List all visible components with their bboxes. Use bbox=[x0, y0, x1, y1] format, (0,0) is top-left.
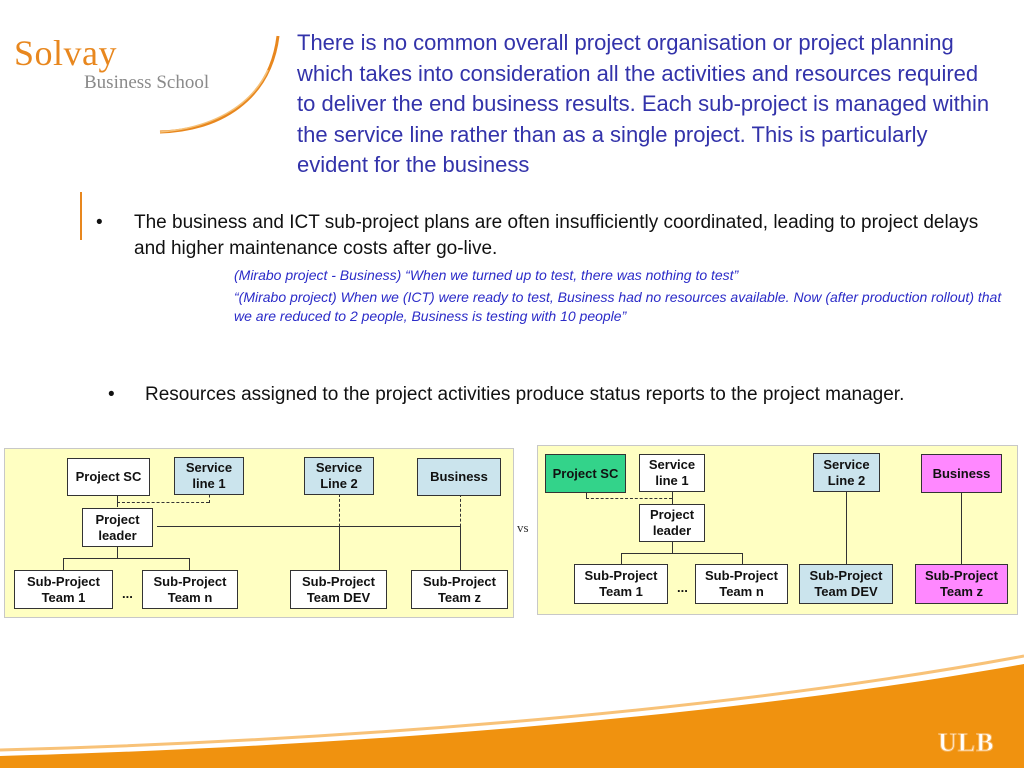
orange-divider bbox=[80, 192, 82, 240]
bullet-text: Resources assigned to the project activi… bbox=[145, 384, 905, 405]
solvay-logo-subtitle: Business School bbox=[84, 72, 210, 93]
project-leader-box: Project leader bbox=[639, 504, 705, 542]
bullet-text: The business and ICT sub-project plans a… bbox=[134, 212, 979, 259]
bullet-item: • Resources assigned to the project acti… bbox=[108, 382, 988, 436]
bullet-dot-icon: • bbox=[108, 384, 115, 405]
quote-text: (Mirabo project - Business) “When we tur… bbox=[234, 267, 739, 283]
project-sc-box: Project SC bbox=[545, 454, 626, 493]
service-line-1-box: Service line 1 bbox=[174, 457, 244, 495]
logo-swoosh-icon bbox=[159, 35, 280, 134]
bullet-item: • The business and ICT sub-project plans… bbox=[96, 210, 1006, 264]
business-box: Business bbox=[921, 454, 1002, 493]
connector-line bbox=[846, 492, 847, 565]
connector-line bbox=[621, 553, 622, 565]
quote-text: “(Mirabo project) When we (ICT) were rea… bbox=[234, 289, 1002, 324]
project-leader-box: Project leader bbox=[82, 508, 153, 547]
sub-project-team-1-box: Sub-Project Team 1 bbox=[574, 564, 668, 604]
org-diagram-right: Project SC Service line 1 Service Line 2… bbox=[537, 445, 1018, 615]
sub-project-team-dev-box: Sub-Project Team DEV bbox=[799, 564, 893, 604]
connector-line bbox=[63, 558, 189, 559]
connector-line bbox=[63, 558, 64, 571]
connector-line bbox=[961, 492, 962, 565]
dashed-connector bbox=[586, 498, 672, 499]
service-line-2-box: Service Line 2 bbox=[304, 457, 374, 495]
sub-project-team-n-box: Sub-Project Team n bbox=[142, 570, 238, 609]
solvay-logo-name: Solvay bbox=[14, 33, 118, 73]
connector-line bbox=[157, 526, 460, 527]
org-diagram-left: Project SC Service line 1 Service Line 2… bbox=[4, 448, 514, 618]
connector-line bbox=[586, 492, 587, 498]
connector-line bbox=[189, 558, 190, 571]
sub-project-team-dev-box: Sub-Project Team DEV bbox=[290, 570, 387, 609]
connector-line bbox=[672, 541, 673, 553]
dashed-connector bbox=[209, 489, 210, 503]
ellipsis-text: ... bbox=[122, 586, 133, 601]
business-box: Business bbox=[417, 458, 501, 496]
connector-line bbox=[339, 526, 340, 571]
connector-line bbox=[672, 492, 673, 504]
bullet-dot-icon: • bbox=[96, 212, 103, 233]
sub-project-team-z-box: Sub-Project Team z bbox=[411, 570, 508, 609]
connector-line bbox=[117, 546, 118, 558]
connector-line bbox=[742, 553, 743, 565]
service-line-2-box: Service Line 2 bbox=[813, 453, 880, 492]
ellipsis-text: ... bbox=[677, 580, 688, 595]
sub-project-team-z-box: Sub-Project Team z bbox=[915, 564, 1008, 604]
ulb-logo: ULB bbox=[937, 728, 995, 758]
sub-project-team-n-box: Sub-Project Team n bbox=[695, 564, 788, 604]
connector-line bbox=[117, 491, 118, 507]
dashed-connector bbox=[117, 502, 209, 503]
headline-text: There is no common overall project organ… bbox=[297, 30, 990, 177]
vs-label: vs bbox=[517, 520, 529, 535]
project-sc-box: Project SC bbox=[67, 458, 150, 496]
connector-line bbox=[621, 553, 742, 554]
service-line-1-box: Service line 1 bbox=[639, 454, 705, 492]
sub-project-team-1-box: Sub-Project Team 1 bbox=[14, 570, 113, 609]
connector-line bbox=[460, 526, 461, 571]
